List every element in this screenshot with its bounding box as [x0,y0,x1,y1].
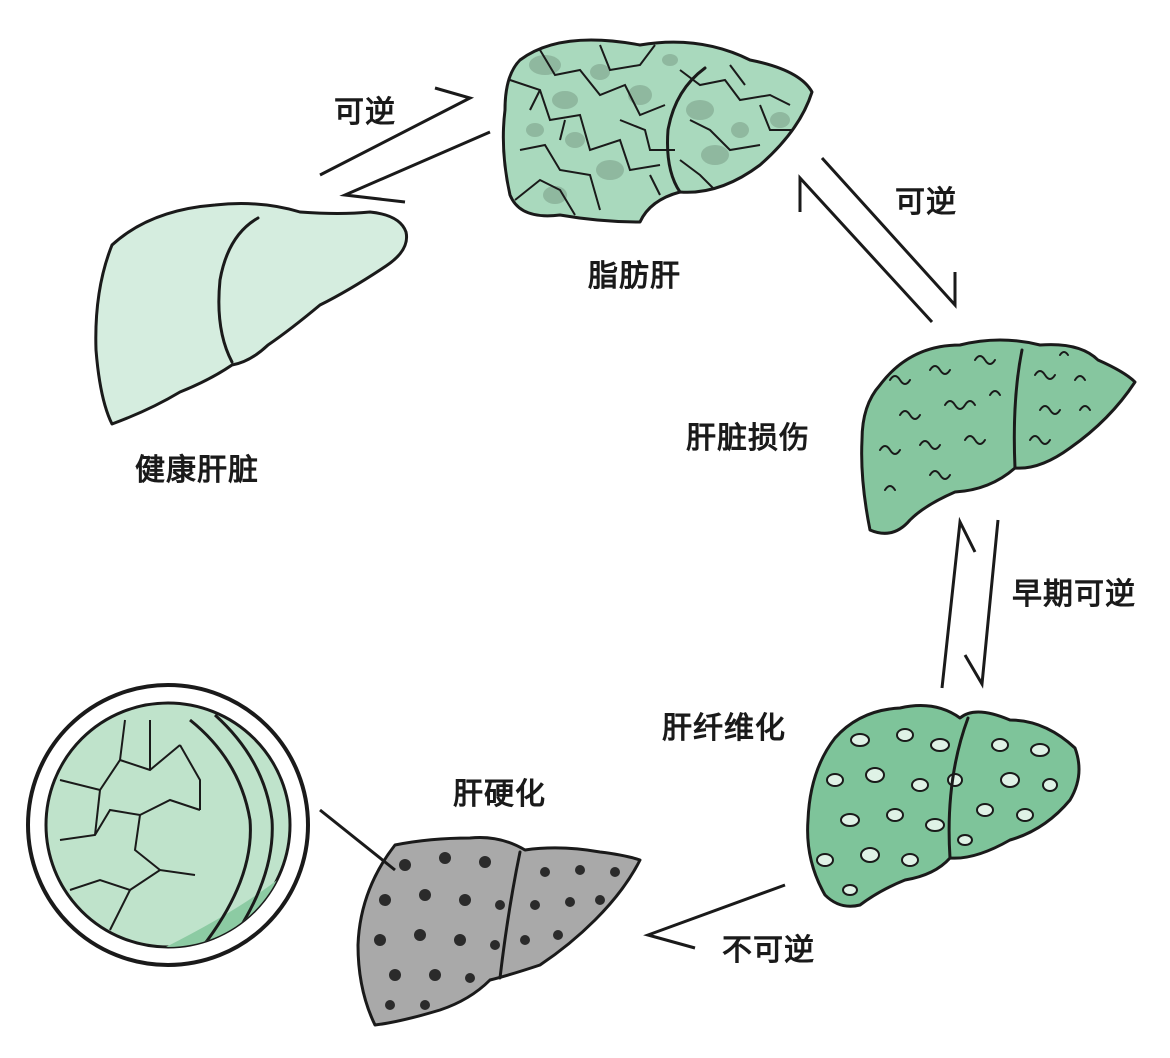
injured-liver-icon [860,338,1137,535]
cirrhosis-label: 肝硬化 [453,777,546,812]
magnified-liver-surface-icon [26,683,396,967]
reversible-arrow-healthy-fatty [319,86,491,204]
reversible-arrow-injury-fibrosis [940,516,1000,689]
fibrosis-label: 肝纤维化 [662,711,786,746]
liver-injury-label: 肝脏损伤 [686,421,810,456]
irreversible-arrow-fibrosis-cirrhosis [643,883,786,950]
transition-label-injury-fibrosis: 早期可逆 [1012,577,1136,612]
fibrotic-liver-icon [806,704,1081,908]
transition-label-healthy-fatty: 可逆 [334,95,396,130]
reversible-arrow-fatty-injury [798,156,957,324]
fatty-liver-label: 脂肪肝 [588,259,681,294]
transition-label-fibrosis-cirrhosis: 不可逆 [722,933,815,968]
healthy-liver-label: 健康肝脏 [135,453,259,488]
transition-label-fatty-injury: 可逆 [895,185,957,220]
fatty-liver-icon [501,38,814,224]
cirrhotic-liver-icon [356,836,642,1027]
healthy-liver-icon [94,202,409,426]
